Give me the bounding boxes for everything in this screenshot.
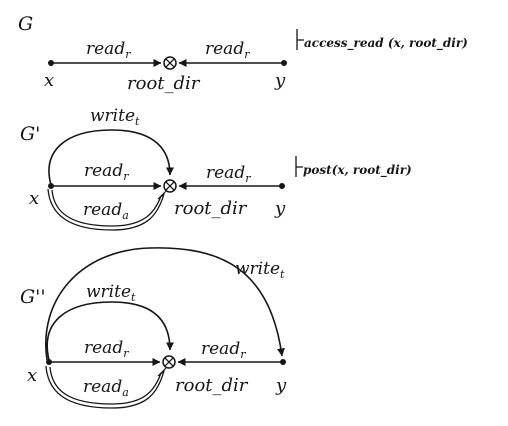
rule-text: post(x, root_dir) [303,163,412,178]
node-label-x: x [44,70,54,91]
node-label-root-dir: root_dir [175,375,249,396]
node-label-y: y [275,375,287,396]
turnstile-icon [295,156,303,177]
edge-label-left: readr [86,39,131,61]
edge-read-a-derived [45,365,167,409]
rule-text: access_read (x, root_dir) [304,36,468,51]
object-root-dir-icon [162,355,176,369]
node-y [281,60,287,66]
derivation-rule-access-read: access_read (x, root_dir) [296,29,468,51]
graph-g-prime-title: G' [20,123,40,145]
object-root-dir-icon [163,179,177,193]
node-label-x: x [27,365,37,386]
node-x [48,60,54,66]
node-label-root-dir: root_dir [174,198,248,219]
edge-label-write: writet [86,282,136,304]
edge-write-t [48,129,174,186]
edge-label-derived: reada [83,377,129,399]
edge-long-write-t [45,247,285,361]
graph-g-double-prime: G'' writet writet readr readr reada x ro… [20,247,287,409]
edge-read-a-derived [47,188,167,231]
graph-g-prime: G' writet readr readr reada x root_dir y… [20,106,412,231]
edge-label-left: readr [84,161,129,183]
turnstile-icon [296,29,304,50]
node-y [279,183,285,189]
edge-label-write: writet [90,106,140,128]
derivation-rule-post: post(x, root_dir) [295,156,412,178]
edge-label-right: readr [206,163,251,185]
node-x [46,359,52,365]
graph-g-double-prime-title: G'' [20,286,46,308]
node-label-root-dir: root_dir [127,73,201,94]
node-label-x: x [29,188,39,209]
edge-write-t [46,301,174,361]
edge-label-left: readr [84,338,129,360]
object-root-dir-icon [163,56,177,70]
edge-label-right: readr [201,339,246,361]
edge-label-long-write: writet [235,259,285,281]
node-x [48,183,54,189]
graph-g-title: G [18,13,33,35]
node-y [280,359,286,365]
graph-g: G readr readr x root_dir y access_read (… [18,13,468,94]
node-label-y: y [274,70,286,91]
edge-label-right: readr [205,39,250,61]
edge-label-derived: reada [83,200,129,222]
node-label-y: y [274,198,286,219]
